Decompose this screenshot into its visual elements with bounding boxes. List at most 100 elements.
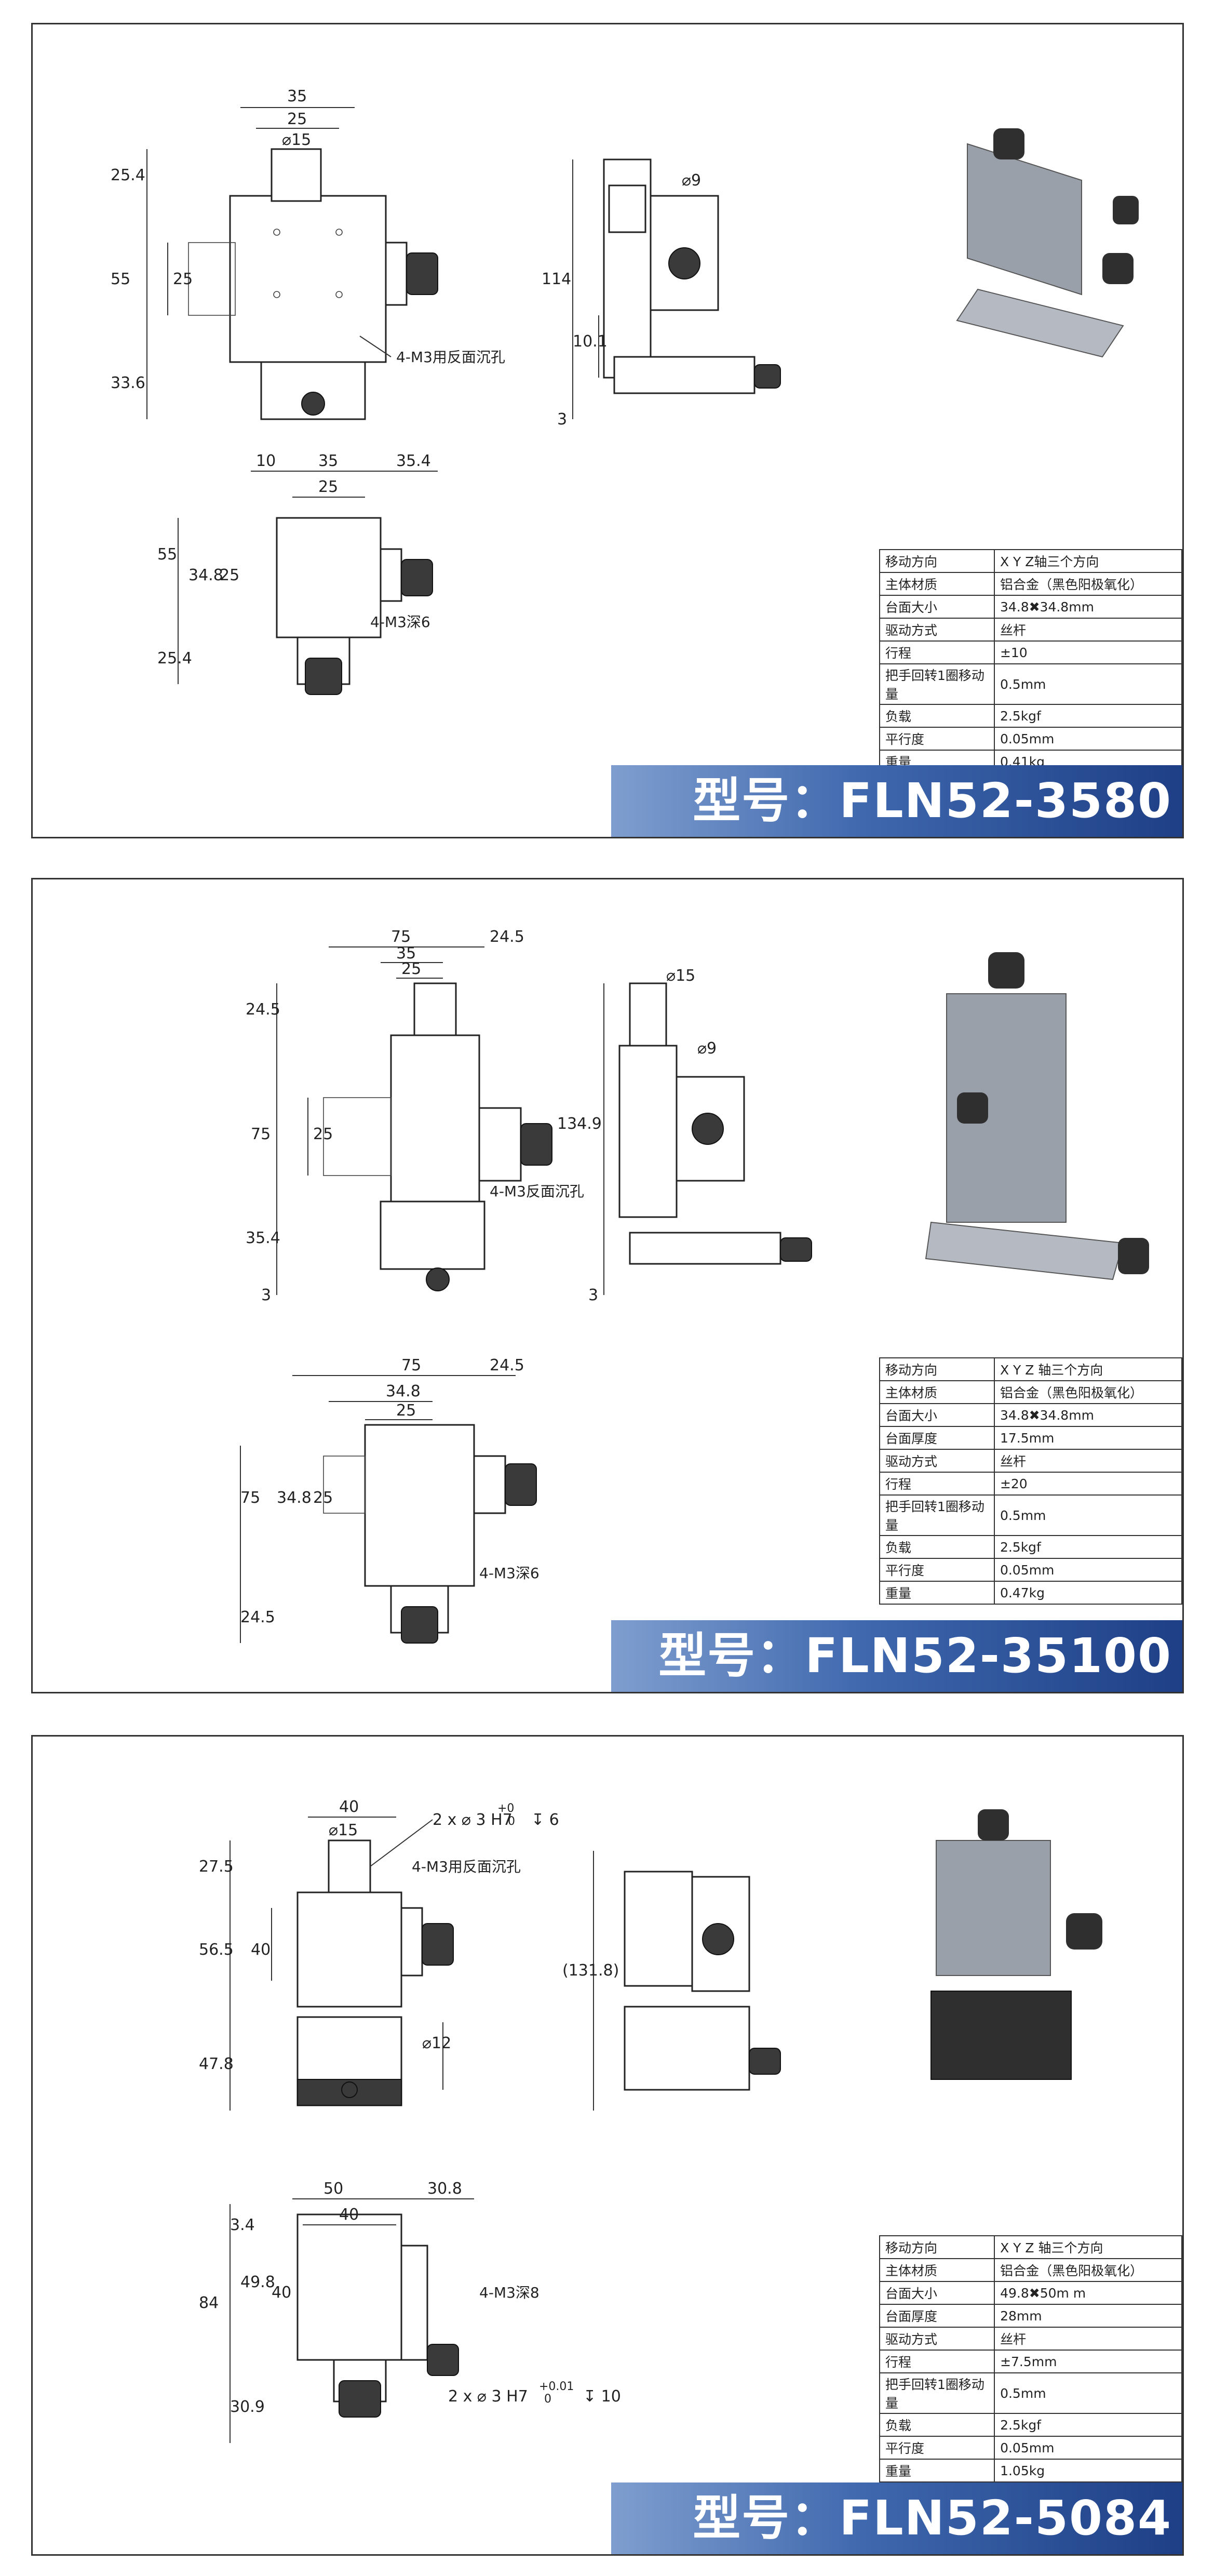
dim-1-left-2: 25 [173, 270, 193, 288]
dim-1-left-3: 33.6 [111, 374, 145, 392]
dim-2-left-2: 25 [313, 1125, 333, 1143]
dim-2-plan-1: 24.5 [490, 1356, 524, 1374]
dim-3-planl-4: 30.9 [230, 2398, 265, 2416]
technical-drawing-3: 40 ⌀15 2 x ⌀ 3 H7 +0 0 ↧ 6 27.5 56.5 40 … [199, 1798, 1102, 2443]
product-panel-2: 75 24.5 35 25 24.5 75 25 35.4 3 4-M3反面沉孔… [31, 878, 1184, 1693]
dim-1-side-0: ⌀9 [682, 171, 701, 190]
note-3-pin-tol-top: +0.01 [539, 2380, 574, 2393]
dim-1-planl-1: 34.8 [188, 566, 223, 584]
dim-1-side-1: 114 [542, 270, 571, 288]
note-1-hole: 4-M3用反面沉孔 [396, 349, 505, 366]
product-photo-3 [930, 1809, 1102, 2080]
dim-3-top-2: 2 x ⌀ 3 H7 [433, 1811, 512, 1829]
note-1-tap: 4-M3深6 [370, 613, 430, 631]
technical-drawing-1: 35 25 ⌀15 25.4 55 25 33.6 4-M3用反面沉孔 ⌀9 1… [111, 87, 1139, 695]
dim-2-planl-1: 34.8 [277, 1489, 312, 1507]
dim-1-planl-3: 25.4 [157, 649, 192, 668]
dim-3-side-0: (131.8) [562, 1961, 619, 1980]
dim-3-plan-1: 30.8 [427, 2180, 462, 2198]
dim-2-planl-0: 75 [240, 1489, 260, 1507]
dim-3-planl-0: 3.4 [230, 2216, 255, 2234]
dim-1-plan-3: 25 [318, 478, 338, 496]
note-2-hole: 4-M3反面沉孔 [490, 1183, 584, 1200]
spec-row: 主体材质铝合金（黑色阳极氧化） [879, 2258, 1182, 2282]
note-3-pin-tol-bot: 0 [544, 2393, 551, 2406]
dim-1-left-0: 25.4 [111, 166, 145, 184]
note-3-tap: 4-M3深8 [479, 2284, 539, 2301]
dim-1-left-1: 55 [111, 270, 130, 288]
note-3-pin: 2 x ⌀ 3 H7 [448, 2387, 528, 2406]
dim-3-left-1: 56.5 [199, 1941, 234, 1959]
front-view [146, 107, 438, 420]
dim-2-planl-3: 24.5 [240, 1608, 275, 1626]
plan-view [240, 1375, 537, 1644]
spec-row: 行程±7.5mm [879, 2350, 1182, 2373]
dim-1-planl-2: 25 [220, 566, 239, 584]
side-view [572, 158, 781, 419]
product-panel-1: 35 25 ⌀15 25.4 55 25 33.6 4-M3用反面沉孔 ⌀9 1… [31, 23, 1184, 838]
dim-3-top-5: ↧ 6 [531, 1811, 559, 1829]
technical-drawing-2: 75 24.5 35 25 24.5 75 25 35.4 3 4-M3反面沉孔… [240, 928, 1149, 1644]
dim-2-side-2: 134.9 [557, 1115, 602, 1133]
dim-3-top-0: 40 [339, 1798, 359, 1816]
plan-view [230, 2198, 474, 2443]
dim-3-side-1: ⌀12 [422, 2034, 451, 2052]
dim-2-top-1: 24.5 [490, 928, 524, 946]
dim-2-top-0: 75 [391, 928, 411, 946]
dim-3-planl-2: 49.8 [240, 2273, 275, 2291]
dim-1-side-2: 10.1 [573, 332, 608, 351]
dim-2-top-3: 25 [401, 960, 421, 978]
note-2-tap: 4-M3深6 [479, 1565, 539, 1582]
dim-2-plan-2: 34.8 [386, 1382, 421, 1400]
dim-3-top-1: ⌀15 [329, 1821, 358, 1839]
side-view [442, 1851, 781, 2111]
spec-row: 主体材质铝合金（黑色阳极氧化） [879, 1380, 1183, 1404]
front-view [230, 1817, 454, 2111]
product-photo-2 [925, 952, 1149, 1280]
dim-3-planl-3: 40 [272, 2284, 291, 2302]
dim-2-plan-0: 75 [401, 1356, 421, 1374]
dim-1-top-2: ⌀15 [282, 131, 311, 149]
spec-row: 主体材质铝合金（黑色阳极氧化） [879, 572, 1183, 596]
dim-2-left-4: 3 [261, 1286, 271, 1304]
dim-3-planl-1: 84 [199, 2294, 219, 2312]
model-banner-3: 型号：FLN52-5084 [611, 2482, 1182, 2554]
dim-2-left-1: 75 [251, 1125, 271, 1143]
spec-row: 驱动方式丝杆 [879, 2327, 1182, 2351]
dim-3-top-4: 0 [508, 1815, 515, 1828]
dim-3-plan-2: 40 [339, 2206, 359, 2224]
dim-3-plan-0: 50 [323, 2180, 343, 2198]
dim-1-planl-0: 55 [157, 545, 177, 564]
dim-2-top-2: 35 [396, 944, 416, 963]
note-3-hole: 4-M3用反面沉孔 [412, 1858, 521, 1875]
side-view [603, 982, 812, 1295]
model-banner-2: 型号：FLN52-35100 [611, 1620, 1182, 1692]
dim-2-plan-3: 25 [396, 1402, 416, 1420]
dim-2-side-0: ⌀15 [666, 967, 695, 985]
dim-3-left-2: 40 [251, 1941, 271, 1959]
dim-2-left-3: 35.4 [246, 1229, 280, 1247]
dim-3-left-3: 47.8 [199, 2055, 234, 2073]
note-3-pin-depth: ↧ 10 [583, 2387, 621, 2406]
dim-1-plan-2: 35.4 [396, 452, 431, 470]
